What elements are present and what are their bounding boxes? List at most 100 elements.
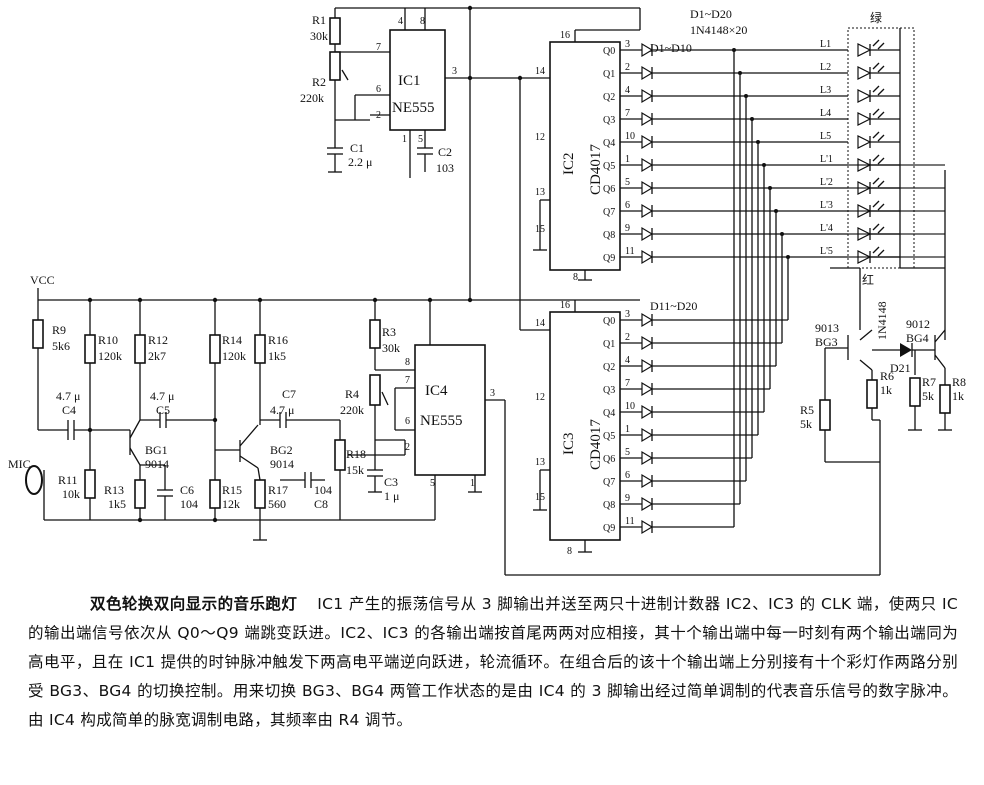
ic3-pin-0: 3 [625,309,630,320]
svg-text:16: 16 [560,300,570,311]
svg-text:4: 4 [398,16,403,27]
r11-value: 10k [62,487,80,501]
ic3-diode-3 [641,381,654,397]
ic2-pin-3: 7 [625,108,630,119]
c1-value: 2.2 μ [348,155,372,169]
c7-label: C7 [282,387,296,401]
ic3-pin-8: 9 [625,493,630,504]
svg-text:12: 12 [535,132,545,143]
svg-text:8: 8 [567,546,572,557]
svg-text:5: 5 [418,134,423,145]
caption-body: IC1 产生的振荡信号从 3 脚输出并送至两只十进制计数器 IC2、IC3 的 … [28,595,958,729]
led-1 [857,66,872,80]
diode-type: 1N4148×20 [690,23,747,37]
r16-resistor [254,334,266,364]
ic2-chip [549,41,621,271]
c2-label: C2 [438,145,452,159]
ic2-output-q5: Q5 [603,161,615,172]
r9-value: 5k6 [52,339,70,353]
bg2-value: 9014 [270,457,294,471]
r17-label: R17 [268,483,288,497]
ic3-output-q4: Q4 [603,408,615,419]
ic3-diode-4 [641,404,654,420]
r2-potentiometer [329,51,341,81]
r2-value: 220k [300,91,324,105]
audio-preamp: VCC [8,273,470,541]
lamp-3-label: L4 [820,108,831,119]
r2-label: R2 [312,75,326,89]
d21-type: 1N4148 [875,301,889,340]
c7-value: 4.7 μ [270,403,294,417]
r13-label: R13 [104,483,124,497]
ic2-type: CD4017 [588,144,604,195]
mic-icon [25,465,43,495]
svg-text:16: 16 [560,30,570,41]
red-label: 红 [862,272,874,287]
ic2-name: IC2 [561,153,577,176]
svg-text:6: 6 [405,416,410,427]
r1-value: 30k [310,29,328,43]
lamp-4-label: L5 [820,131,831,142]
c3-label: C3 [384,475,398,489]
d1-d10-label: D1~D10 [650,41,692,55]
mic-label: MIC [8,457,31,471]
ic3-diode-2 [641,358,654,374]
svg-text:15: 15 [535,224,545,235]
r1-label: R1 [312,13,326,27]
ic2-pin-5: 1 [625,154,630,165]
r6-resistor [866,379,878,409]
svg-text:5: 5 [430,478,435,489]
r13-resistor [134,479,146,509]
bg2-label: BG2 [270,443,293,457]
svg-text:3: 3 [490,388,495,399]
ic1-section: R1 30k R2 220k C1 2.2 μ C2 103 IC1 NE555… [300,5,640,300]
bg1-label: BG1 [145,443,168,457]
ic3-pin-6: 5 [625,447,630,458]
ic3-name: IC3 [561,433,577,456]
circuit-schematic: R1 30k R2 220k C1 2.2 μ C2 103 IC1 NE555… [8,5,966,576]
ic2-pin-7: 6 [625,200,630,211]
bg4-label: BG4 [906,331,929,345]
led-2 [857,89,872,103]
r4-potentiometer [369,374,381,406]
lamp-8-label: L'4 [820,223,833,234]
r14-resistor [209,334,221,364]
ic3-type: CD4017 [588,419,604,470]
ic2-pin-4: 10 [625,131,635,142]
ic2-output-q7: Q7 [603,207,615,218]
lamp-6-label: L'2 [820,177,833,188]
r18-value: 15k [346,463,364,477]
r18-potentiometer [334,439,346,471]
d21-label: D21 [890,361,911,375]
svg-text:2: 2 [376,110,381,121]
r15-resistor [209,479,221,509]
r16-value: 1k5 [268,349,286,363]
r14-value: 120k [222,349,246,363]
svg-text:8: 8 [573,272,578,283]
ic2-diode-1 [641,65,654,81]
r17-resistor [254,479,266,509]
lamp-7-label: L'3 [820,200,833,211]
ic3-diode-5 [641,427,654,443]
c8-label: C8 [314,497,328,511]
r8-label: R8 [952,375,966,389]
svg-text:8: 8 [420,16,425,27]
ic2-diode-6 [641,180,654,196]
ic4-type: NE555 [420,413,463,429]
ic3-pin-7: 6 [625,470,630,481]
r13-value: 1k5 [108,497,126,511]
ic4-name: IC4 [425,383,448,399]
ic3-output-q5: Q5 [603,431,615,442]
ic3-output-q7: Q7 [603,477,615,488]
ic1-name: IC1 [398,73,421,89]
ic3-pin-9: 11 [625,516,635,527]
ic3-pin-4: 10 [625,401,635,412]
r17-value: 560 [268,497,286,511]
ic2-output-q8: Q8 [603,230,615,241]
svg-text:1: 1 [402,134,407,145]
ic4-section: R3 30k R4 220k C3 1 μ IC4 NE555 87 62 35… [340,297,881,576]
ic2-pin-0: 3 [625,39,630,50]
bg3-label: BG3 [815,335,838,349]
ic3-chip [549,311,621,541]
ic3-output-q0: Q0 [603,316,615,327]
